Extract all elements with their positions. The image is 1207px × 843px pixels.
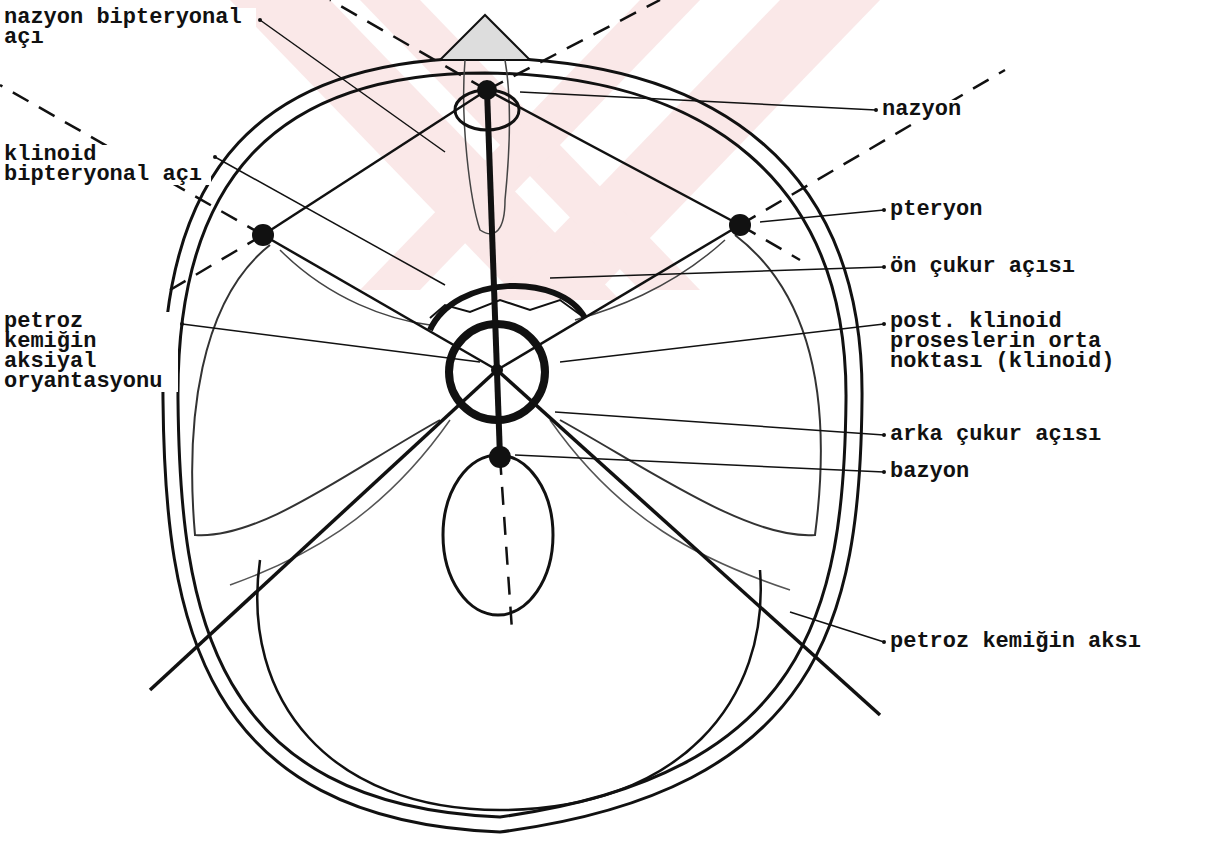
foramen-magnum [443, 455, 553, 615]
leader-dot [258, 18, 262, 22]
leader-dot [882, 322, 886, 326]
leader-dot [213, 155, 217, 159]
skull-outline [163, 58, 862, 832]
anatomy-label: bazyon [888, 462, 971, 482]
anatomy-label: nazyon [880, 100, 963, 120]
middle-fossa-right [560, 235, 821, 535]
leader-dot [180, 322, 184, 326]
measurement-lines [263, 90, 740, 370]
leader-dot [882, 470, 886, 474]
leader-line [560, 324, 884, 362]
anatomy-label: nazyon bipteryonal açı [2, 8, 256, 48]
extension-lines [0, 0, 1005, 630]
skull-inner-outline [178, 73, 846, 817]
anatomy-label: petroz kemiğin aksiyal oryantasyonu [2, 312, 178, 392]
leader-line [520, 92, 876, 110]
leader-line [182, 324, 480, 362]
posterior-fossa [257, 560, 761, 810]
leader-dot [882, 433, 886, 437]
leader-dot [874, 108, 878, 112]
anatomy-label: klinoid bipteryonal açı [2, 145, 211, 185]
leader-line [515, 455, 884, 472]
anatomy-label: petroz kemiğin aksı [888, 632, 1143, 652]
tuberculum-sellae [430, 300, 582, 318]
leader-line [260, 20, 445, 152]
leader-line [550, 267, 884, 278]
anatomy-label: pteryon [888, 200, 984, 220]
petrous-ridge-right [550, 420, 790, 590]
watermark [230, 0, 880, 300]
leader-line [790, 612, 884, 642]
nasion-basion-line [487, 90, 500, 457]
leader-line [760, 210, 884, 222]
anatomy-label: arka çukur açısı [888, 425, 1103, 445]
leader-line [215, 157, 445, 285]
leader-dot [882, 265, 886, 269]
anatomy-label: ön çukur açısı [888, 257, 1077, 277]
leader-line [555, 412, 884, 435]
middle-fossa-left [192, 245, 440, 535]
anatomy-label: post. klinoid proseslerin orta noktası (… [888, 312, 1130, 372]
crista-galli [440, 15, 530, 60]
leader-dot [882, 208, 886, 212]
leader-dot [882, 640, 886, 644]
petrous-axes [150, 370, 880, 715]
